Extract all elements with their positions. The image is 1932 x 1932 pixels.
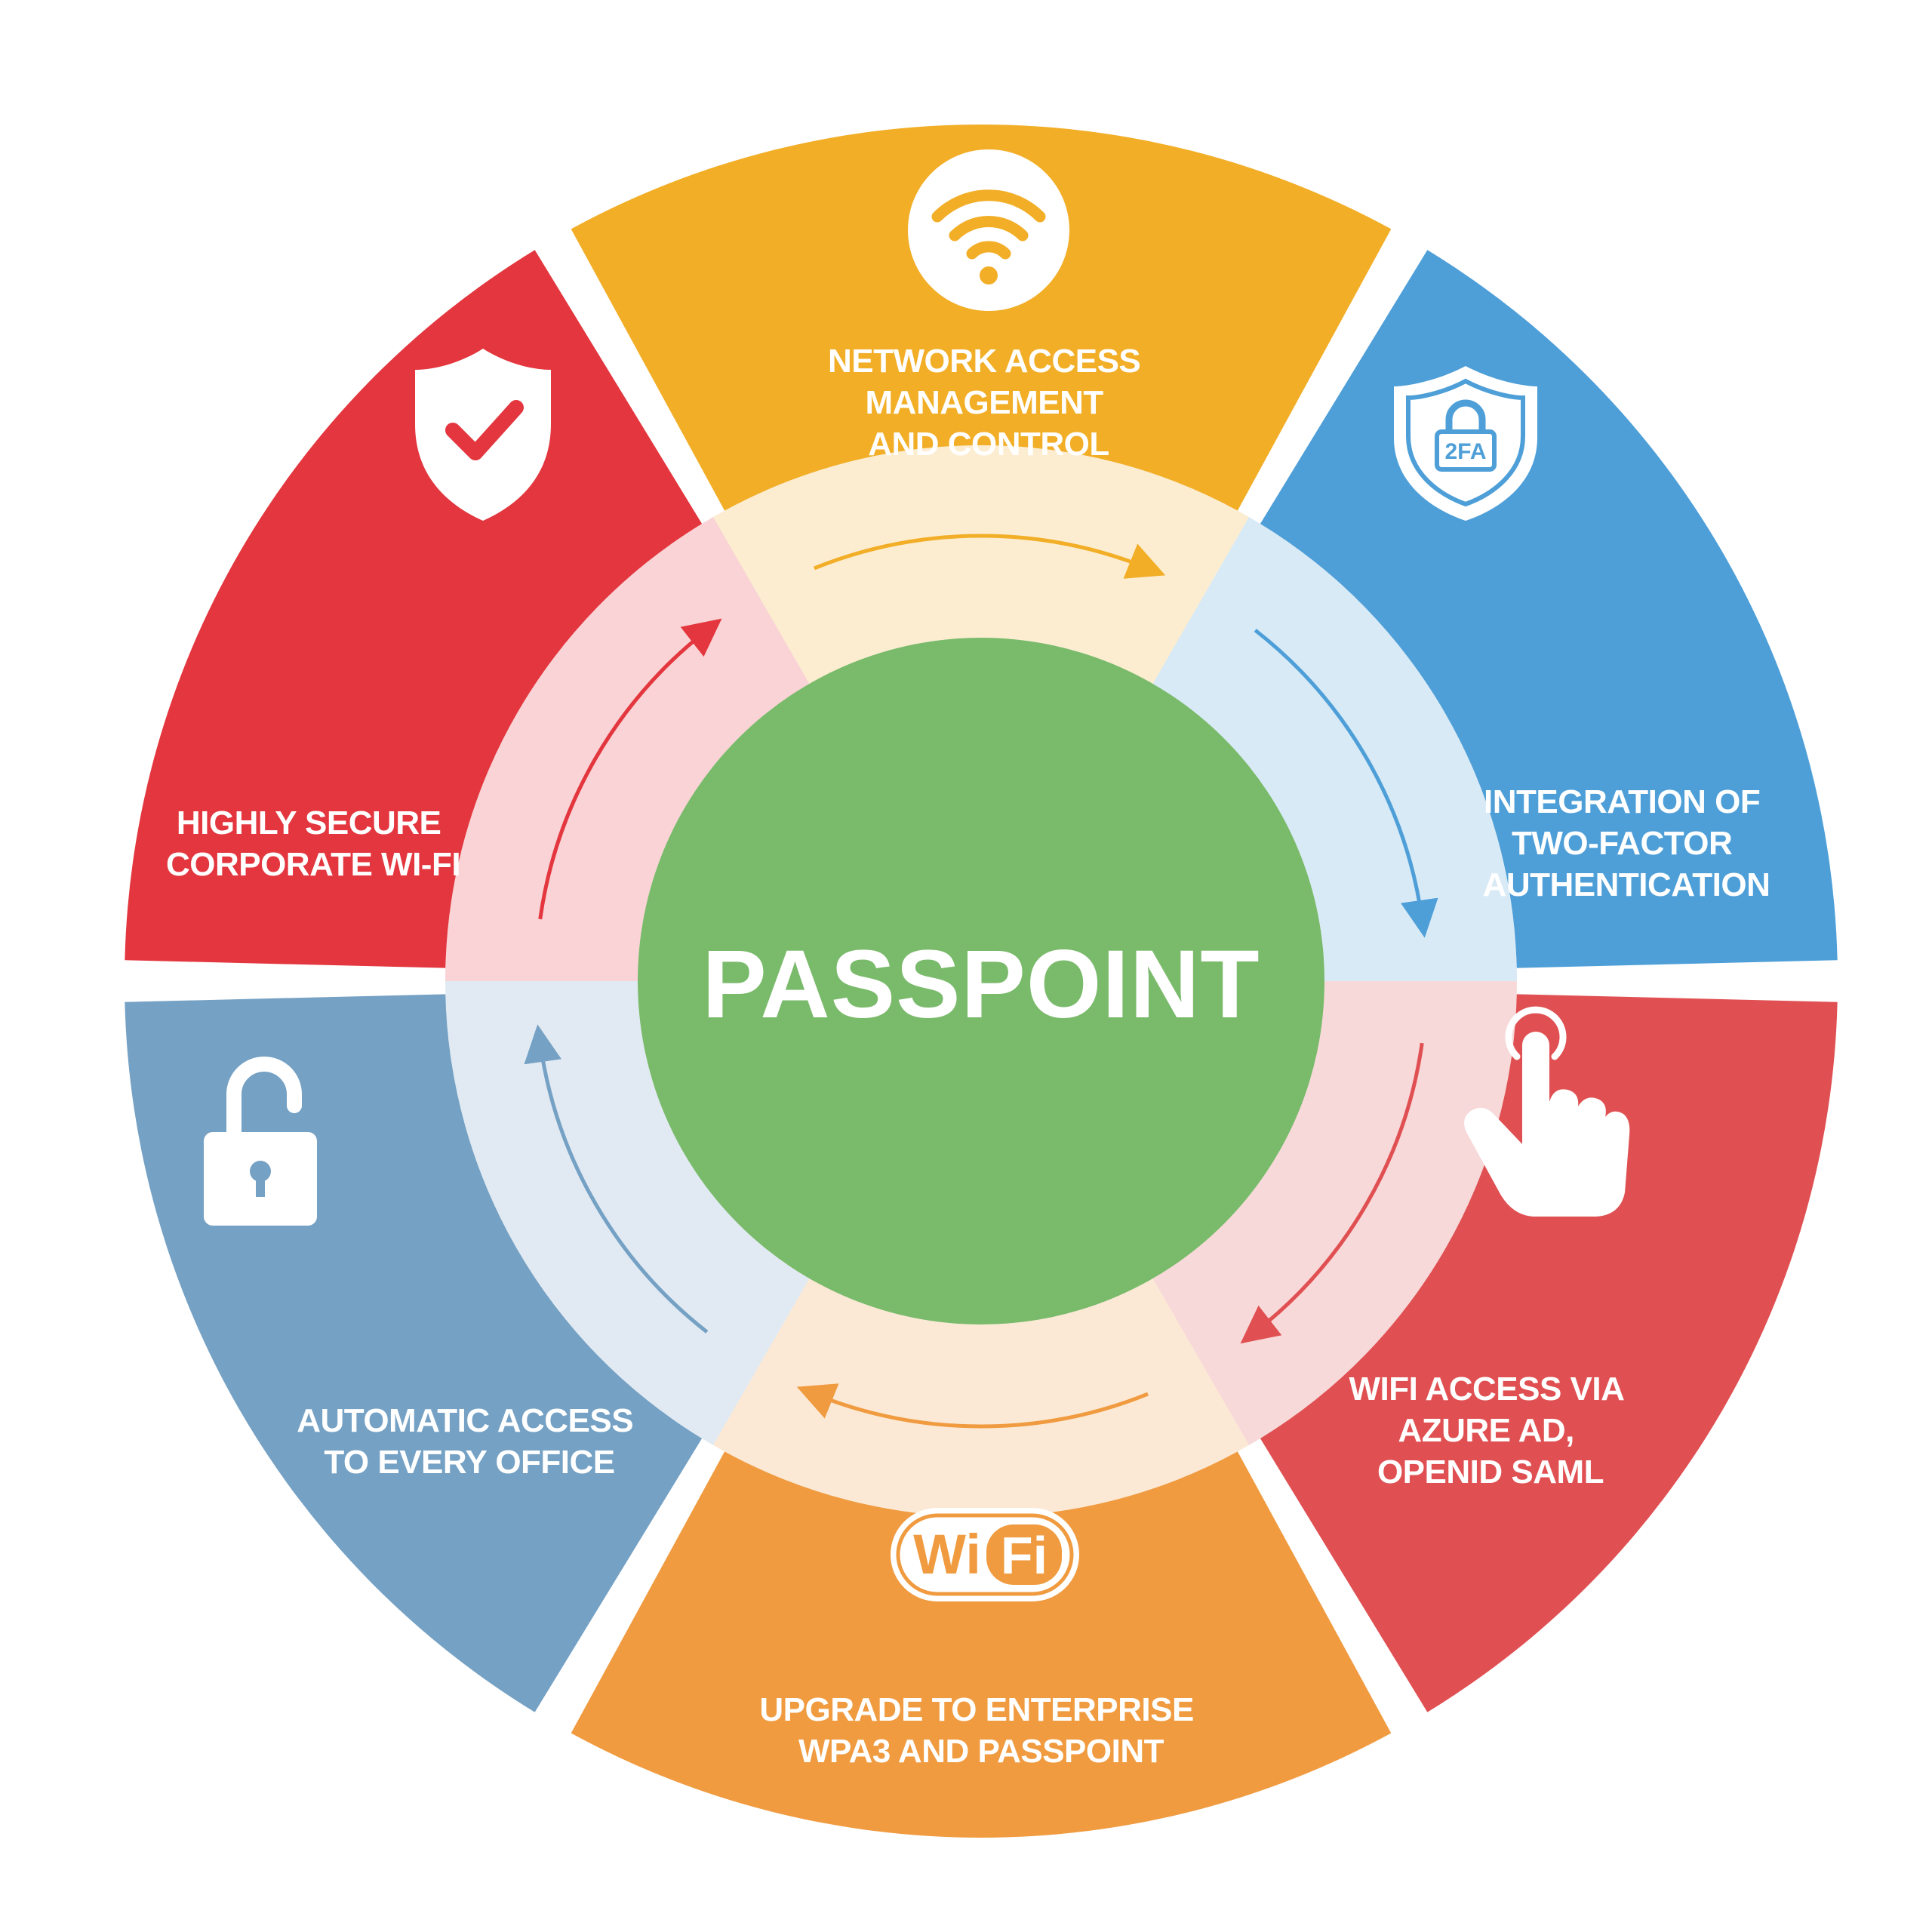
inner-ring-two-factor: [1152, 517, 1517, 981]
inner-ring-enterprise-upgrade: [713, 1278, 1249, 1517]
segment-azure-ad: [1260, 994, 1838, 1712]
segment-label-azure-ad: WIFI ACCESS VIA AZURE AD, OPENID SAML: [1349, 1371, 1632, 1491]
segment-network-access: [571, 124, 1392, 511]
segment-enterprise-upgrade: [571, 1451, 1392, 1838]
flow-arrow-enterprise-upgrade: [796, 1383, 1149, 1429]
segment-label-network-access: NETWORK ACCESS MANAGEMENT AND CONTROL: [828, 343, 1149, 463]
inner-ring-automatic-access: [445, 981, 810, 1445]
flow-arrow-automatic-access: [524, 1024, 709, 1334]
center-title: PASSPOINT: [702, 931, 1260, 1038]
segment-secure-wifi: [125, 250, 703, 968]
flow-arrow-two-factor: [1254, 629, 1438, 938]
tap-hand-icon: [1464, 1006, 1630, 1217]
flow-arrows: [524, 534, 1438, 1429]
shield-2fa-icon: 2FA: [1394, 366, 1537, 521]
segment-label-secure-wifi: HIGHLY SECURE CORPORATE WI-FI: [166, 804, 460, 883]
center-circle: [638, 638, 1324, 1324]
inner-ring: [445, 445, 1517, 1517]
shield-check-icon: [415, 349, 551, 521]
flow-arrow-network-access: [814, 534, 1166, 579]
flow-arrow-azure-ad: [1240, 1042, 1424, 1344]
flow-arrow-secure-wifi: [538, 618, 722, 920]
wifi-signal-icon: [908, 149, 1069, 311]
inner-ring-network-access: [713, 445, 1249, 684]
wifi-logo-right-text: Fi: [1001, 1526, 1048, 1585]
segment-label-automatic-access: AUTOMATIC ACCESS TO EVERY OFFICE: [297, 1402, 642, 1481]
unlock-icon: [204, 1057, 317, 1226]
segment-label-two-factor: INTEGRATION OF TWO-FACTOR AUTHENTICATION: [1483, 783, 1770, 903]
wifi-logo-left-text: Wi: [913, 1523, 981, 1586]
two-factor-badge-text: 2FA: [1444, 439, 1486, 464]
segment-label-enterprise-upgrade: UPGRADE TO ENTERPRISE WPA3 AND PASSPOINT: [759, 1691, 1202, 1770]
wifi-logo-icon: Wi Fi: [891, 1508, 1079, 1601]
